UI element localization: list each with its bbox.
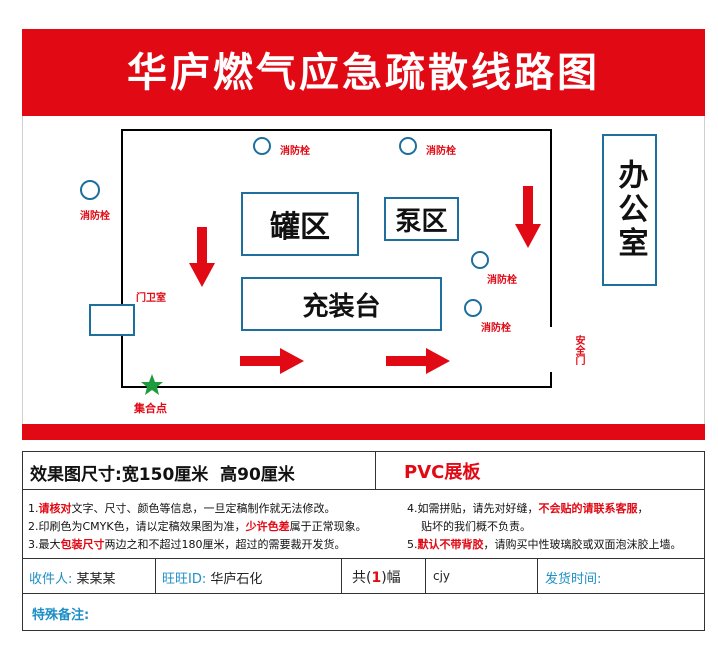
office-label: 办公室 (612, 159, 648, 261)
assembly-point-label: 集合点 (134, 402, 167, 415)
hydrant-label: 消防栓 (80, 211, 110, 222)
title-bar (22, 29, 705, 116)
hydrant-label: 消防栓 (280, 146, 310, 157)
note-2: 2.印刷色为CMYK色，请以定稿效果图为准，少许色差属于正常现象。 (28, 520, 367, 533)
ship-time-field[interactable]: 发货时间: (545, 572, 602, 587)
filling-platform: 充装台 (241, 277, 442, 331)
size-value: 宽150厘米 高90厘米 (121, 465, 295, 485)
arrow-down-icon (515, 186, 541, 248)
hydrant-label: 消防栓 (426, 146, 456, 157)
arrow-right-icon (240, 348, 304, 374)
recipient-field[interactable]: 收件人: 某某某 (29, 572, 116, 587)
site-wall-right-upper (550, 129, 552, 327)
divider (341, 558, 342, 593)
guard-room (89, 304, 135, 336)
site-wall-left (121, 129, 123, 388)
hydrant-icon (253, 137, 271, 155)
pump-zone: 泵区 (384, 197, 459, 241)
hydrant-icon (80, 180, 100, 200)
safety-exit-label: 安全门 (573, 335, 584, 365)
divider (22, 558, 705, 559)
hydrant-label: 消防栓 (481, 323, 511, 334)
divider (375, 451, 376, 489)
code-field[interactable]: cjy (433, 569, 451, 583)
divider (425, 558, 426, 593)
tank-zone-label: 罐区 (270, 210, 330, 245)
pump-zone-label: 泵区 (395, 206, 448, 237)
panel-count-field[interactable]: 共(1)幅 (352, 570, 401, 586)
divider (22, 593, 705, 594)
wangwang-id-field[interactable]: 旺旺ID: 华庐石化 (162, 572, 263, 587)
guard-room-label: 门卫室 (136, 293, 166, 304)
note-4: 4.如需拼贴，请先对好缝，不会贴的请联系客服， (407, 502, 649, 515)
site-wall-bottom (121, 386, 552, 388)
note-3: 3.最大包装尺寸两边之和不超过180厘米，超过的需要裁开发货。 (28, 538, 346, 551)
note-1: 1.请核对文字、尺寸、颜色等信息，一旦定稿制作就无法修改。 (28, 502, 336, 515)
special-remarks-field[interactable]: 特殊备注: (32, 608, 90, 623)
tank-zone: 罐区 (241, 192, 359, 256)
note-5: 5.默认不带背胶，请购买中性玻璃胶或双面泡沫胶上墙。 (407, 538, 682, 551)
hydrant-icon (464, 299, 482, 317)
arrow-down-icon (189, 227, 215, 287)
material-label: PVC展板 (404, 462, 481, 483)
poster-bottom-bar (22, 424, 705, 440)
star-icon (141, 374, 163, 395)
arrow-right-icon (386, 348, 450, 374)
site-wall-right-lower (550, 372, 552, 388)
size-spec: 效果图尺寸:宽150厘米 高90厘米 (30, 460, 295, 485)
divider (22, 489, 705, 490)
filling-platform-label: 充装台 (302, 291, 381, 322)
divider (537, 558, 538, 593)
poster-title: 华庐燃气应急疏散线路图 (127, 50, 600, 96)
hydrant-icon (471, 251, 489, 269)
order-info-panel (22, 451, 705, 631)
office: 办公室 (602, 134, 657, 286)
site-wall-top (121, 129, 552, 131)
size-label: 效果图尺寸: (30, 465, 122, 485)
note-4-continued: 贴坏的我们概不负责。 (421, 520, 531, 533)
hydrant-icon (399, 137, 417, 155)
divider (155, 558, 156, 593)
hydrant-label: 消防栓 (487, 275, 517, 286)
